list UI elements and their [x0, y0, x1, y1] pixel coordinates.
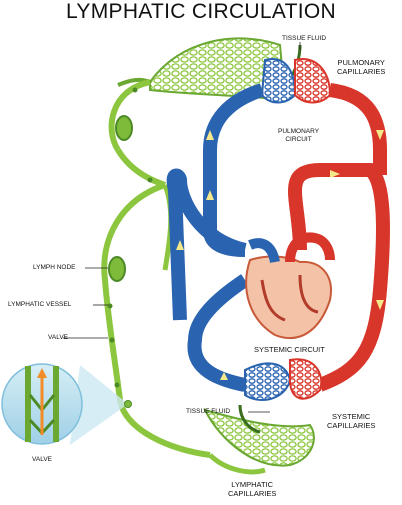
- pulmonary-capillaries-line1: PULMONARY: [337, 58, 385, 67]
- pulmonary-artery: [203, 83, 265, 257]
- heart-pulmonary-trunk: [248, 238, 280, 264]
- pulmonary-capillaries-blue: [260, 58, 297, 104]
- inset-valve-flaps: [28, 394, 56, 435]
- pulmonary-capillaries-label: PULMONARY CAPILLARIES: [337, 58, 385, 76]
- flow-arrows: [176, 130, 384, 380]
- lymph-left-arc-inner: [108, 79, 151, 152]
- pulmonary-circuit-line2: CIRCUIT: [285, 136, 312, 143]
- systemic-circuit: [166, 130, 390, 401]
- lymphatic-capillaries-label: LYMPHATIC CAPILLARIES: [228, 480, 276, 498]
- upper-lymph-vessel-lower: [115, 148, 166, 188]
- systemic-capillaries-label: SYSTEMIC CAPILLARIES: [327, 412, 375, 430]
- leader-lines: [63, 42, 301, 413]
- vena-cava-loop: [187, 274, 249, 392]
- lower-lymph-network: [203, 408, 315, 467]
- lymph-node: [108, 256, 126, 282]
- lymphatic-capillaries-line2: CAPILLARIES: [228, 489, 277, 498]
- lymph-node-label: LYMPH NODE: [33, 264, 76, 271]
- lymph-valves: [107, 87, 153, 388]
- lower-lymph-connector: [208, 453, 266, 475]
- pulmonary-capillaries-line2: CAPILLARIES: [337, 67, 386, 76]
- heart-body: [245, 255, 332, 340]
- valve-inset: [1, 363, 132, 445]
- heart: [245, 232, 335, 340]
- systemic-capillaries-line2: CAPILLARIES: [327, 421, 376, 430]
- aorta-loop: [288, 163, 390, 392]
- tissue-fluid-bottom: [238, 404, 261, 434]
- heart-aorta: [285, 232, 335, 263]
- systemic-circuit-label: SYSTEMIC CIRCUIT: [254, 345, 325, 354]
- upper-lymph-node: [115, 115, 133, 141]
- lymph-left-arc-outer: [101, 182, 211, 458]
- superior-vena-cava: [166, 168, 247, 321]
- pulmonary-circuit-line1: PULMONARY: [278, 128, 320, 135]
- systemic-capillaries-blue: [244, 362, 292, 401]
- systemic-capillaries-red: [289, 358, 323, 400]
- pulmonary-circuit-label: PULMONARY CIRCUIT: [278, 128, 319, 144]
- valve-inset-label: VALVE: [32, 456, 52, 463]
- tissue-fluid-bottom-label: TISSUE FLUID: [186, 408, 231, 415]
- lymphatic-capillaries-line1: LYMPHATIC: [231, 480, 274, 489]
- systemic-capillaries-line1: SYSTEMIC: [332, 412, 371, 421]
- inset-vessel: [25, 366, 59, 442]
- tissue-fluid-top-label: TISSUE FLUID: [282, 35, 327, 42]
- inset-pointer: [70, 365, 128, 445]
- page-title: LYMPHATIC CIRCULATION: [66, 0, 336, 23]
- valve-label: VALVE: [48, 334, 68, 341]
- pulmonary-vein: [328, 83, 387, 175]
- lymphatic-vessel-label: LYMPHATIC VESSEL: [8, 301, 72, 308]
- pulmonary-capillaries-red: [294, 58, 332, 104]
- heart-chambers: [260, 274, 319, 322]
- lymphatic-network: [101, 37, 315, 475]
